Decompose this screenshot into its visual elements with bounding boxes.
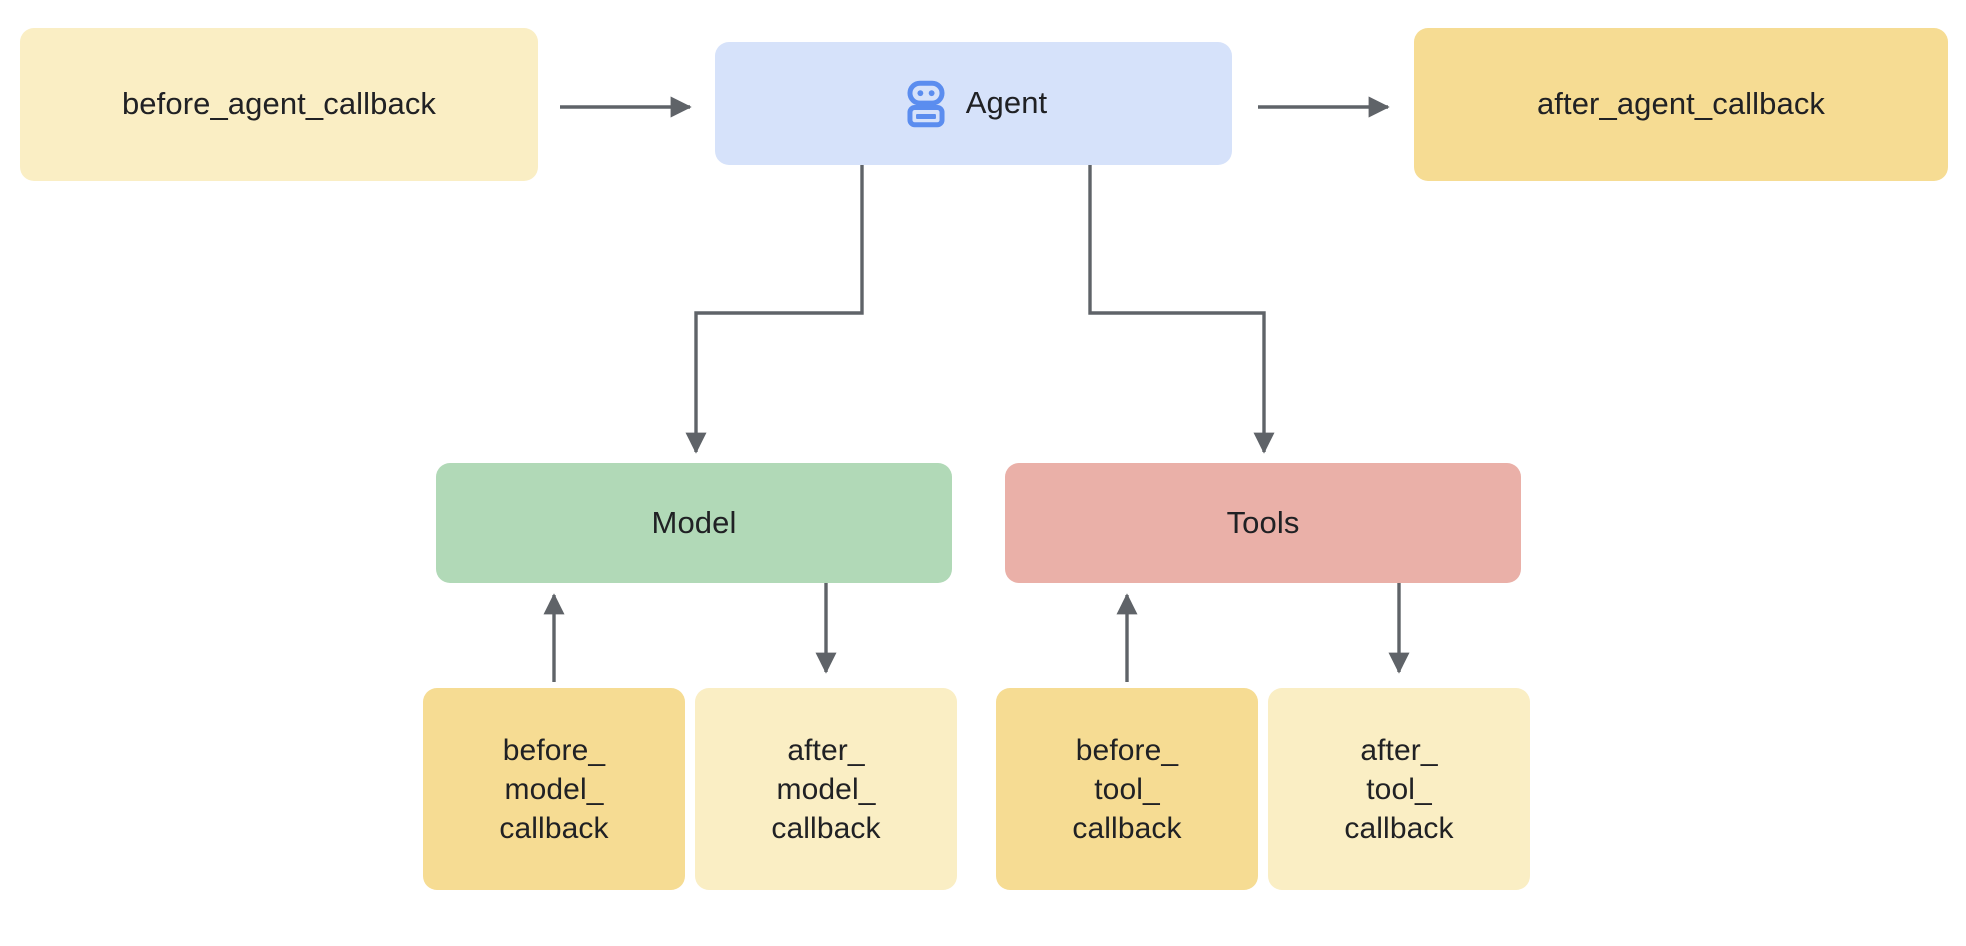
node-agent[interactable]: Agent: [715, 42, 1232, 165]
node-after-tool-callback[interactable]: after_ tool_ callback: [1268, 688, 1530, 890]
node-after-model-callback-label: after_ model_ callback: [771, 733, 881, 845]
edge-agent-to-tools: [1088, 165, 1275, 454]
node-model[interactable]: Model: [436, 463, 952, 583]
node-before-tool-callback[interactable]: before_ tool_ callback: [996, 688, 1258, 890]
node-agent-label: Agent: [965, 85, 1048, 121]
node-model-label: Model: [651, 504, 737, 540]
node-after-model-callback[interactable]: after_ model_ callback: [695, 688, 957, 890]
node-before-model-callback[interactable]: before_ model_ callback: [423, 688, 685, 890]
node-after-agent-callback[interactable]: after_agent_callback: [1414, 28, 1948, 181]
agent-content: Agent: [900, 78, 1048, 130]
robot-icon: [907, 80, 945, 127]
node-before-agent-callback-label: before_agent_callback: [121, 86, 437, 122]
node-after-tool-callback-label: after_ tool_ callback: [1344, 733, 1454, 845]
node-after-agent-callback-label: after_agent_callback: [1536, 86, 1826, 122]
node-before-tool-callback-label: before_ tool_ callback: [1072, 733, 1182, 845]
node-tools[interactable]: Tools: [1005, 463, 1521, 583]
edge-agent-to-model: [685, 165, 864, 454]
node-before-model-callback-label: before_ model_ callback: [499, 733, 609, 845]
node-before-agent-callback[interactable]: before_agent_callback: [20, 28, 538, 181]
node-tools-label: Tools: [1226, 504, 1300, 540]
